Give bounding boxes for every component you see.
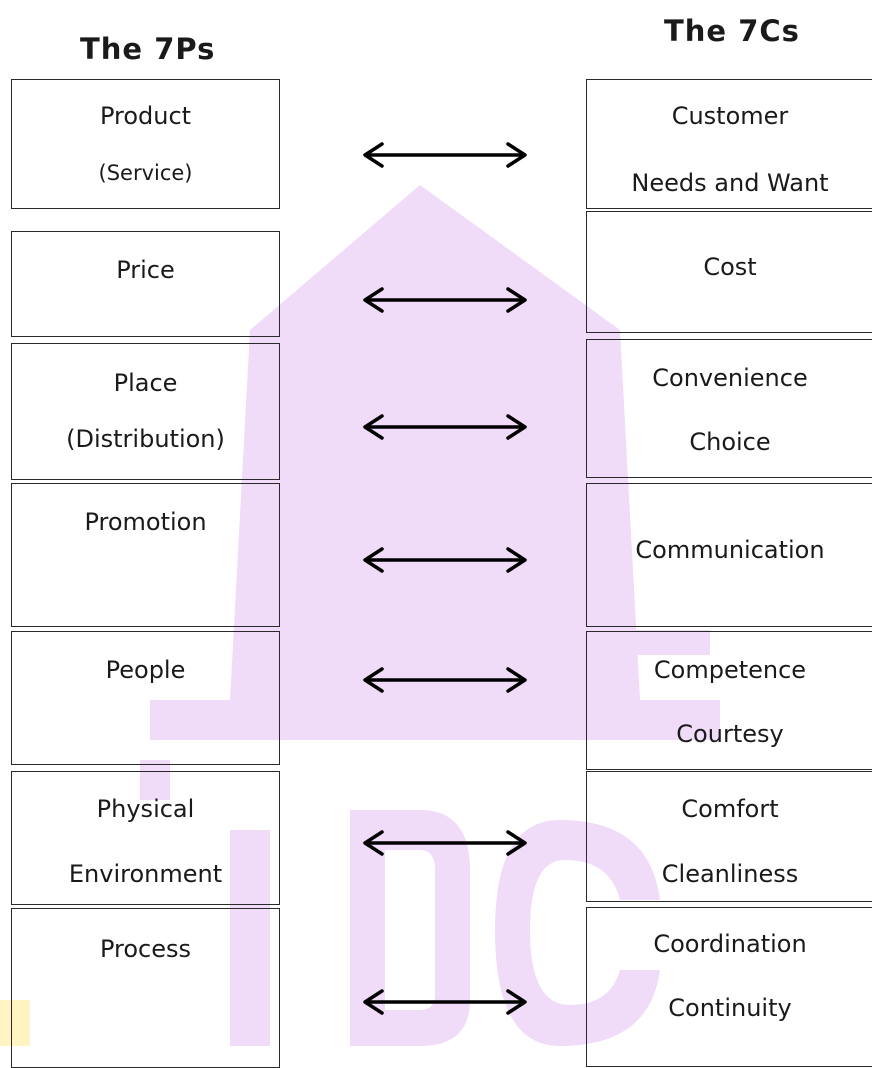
double-arrow-icon [363, 667, 527, 693]
p-line: People [105, 656, 186, 684]
c-line: Cleanliness [661, 860, 799, 888]
c-box-coordination: Coordination Continuity [586, 907, 872, 1067]
c-box-comfort: Comfort Cleanliness [586, 771, 872, 902]
p-line: Promotion [84, 508, 207, 536]
c-box-customer: Customer Needs and Want [586, 79, 872, 209]
double-arrow-icon [363, 414, 527, 440]
c-line: Competence [653, 656, 807, 684]
p-box-people: People [11, 631, 280, 765]
p-box-price: Price [11, 231, 280, 337]
p-line: Physical [96, 795, 195, 823]
p-box-place: Place (Distribution) [11, 343, 280, 480]
double-arrow-icon [363, 547, 527, 573]
p-line: Place [113, 369, 178, 397]
left-title: The 7Ps [80, 32, 216, 66]
p-line: (Distribution) [66, 425, 225, 453]
c-box-cost: Cost [586, 211, 872, 333]
c-line: Continuity [668, 994, 792, 1022]
c-line: Coordination [653, 930, 807, 958]
c-box-competence: Competence Courtesy [586, 631, 872, 770]
p-box-physical-environment: Physical Environment [11, 771, 280, 905]
double-arrow-icon [363, 287, 527, 313]
double-arrow-icon [363, 989, 527, 1015]
c-line: Convenience [652, 364, 808, 392]
p-line: Environment [68, 860, 223, 888]
c-line: Communication [635, 536, 825, 564]
p-line: Price [116, 256, 175, 284]
p-box-product: Product (Service) [11, 79, 280, 209]
c-line: Courtesy [676, 720, 784, 748]
p-box-process: Process [11, 908, 280, 1068]
c-line: Choice [689, 428, 771, 456]
double-arrow-icon [363, 830, 527, 856]
c-line: Needs and Want [631, 169, 829, 197]
p-line: (Service) [98, 161, 193, 185]
double-arrow-icon [363, 142, 527, 168]
p-box-promotion: Promotion [11, 483, 280, 627]
c-box-communication: Communication [586, 483, 872, 627]
c-line: Customer [671, 102, 789, 130]
p-line: Product [99, 102, 192, 130]
watermark-emblem [0, 185, 720, 1046]
c-box-convenience: Convenience Choice [586, 339, 872, 478]
p-line: Process [99, 935, 192, 963]
c-line: Cost [703, 253, 757, 281]
right-title: The 7Cs [664, 14, 800, 48]
c-line: Comfort [681, 795, 779, 823]
